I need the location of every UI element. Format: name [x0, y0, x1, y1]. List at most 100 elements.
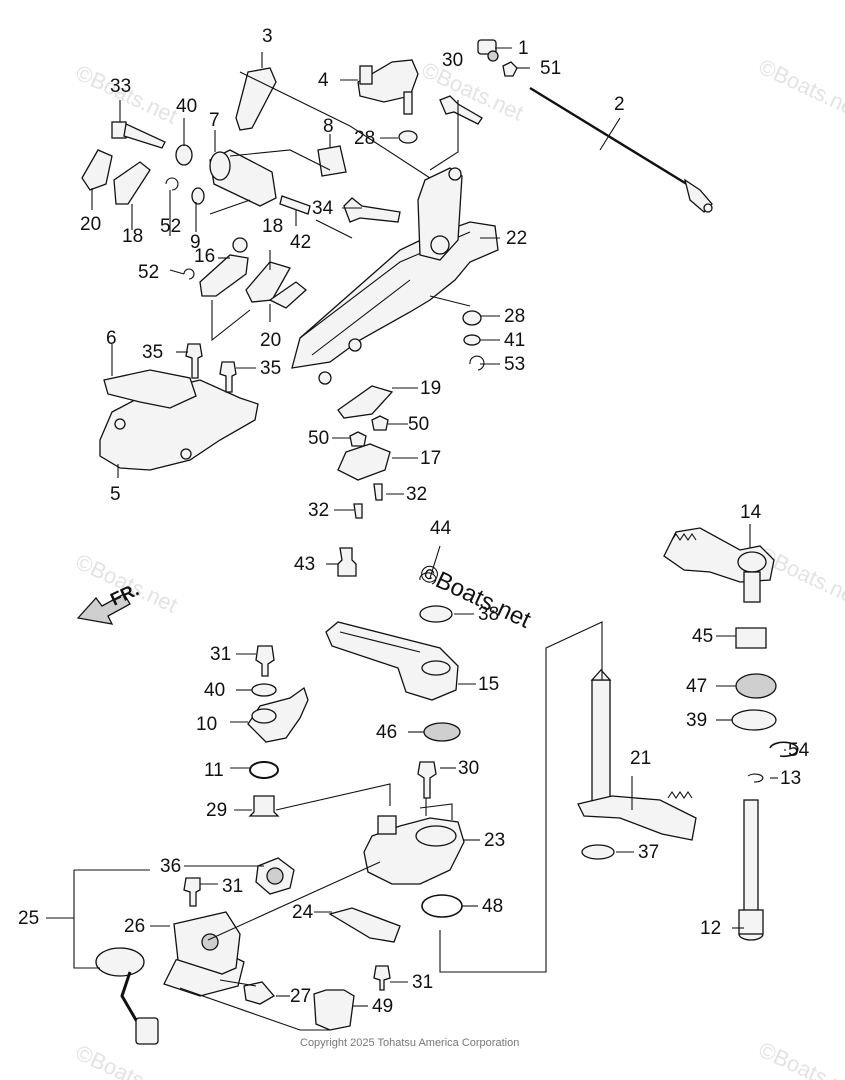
callout-44: 44 [430, 518, 452, 539]
callout-43: 43 [294, 554, 315, 575]
callout-32: 32 [406, 484, 427, 505]
callout-20-b: 20 [260, 330, 281, 351]
callout-19: 19 [420, 378, 441, 399]
callout-16: 16 [194, 246, 215, 267]
callout-54: 54 [788, 740, 810, 761]
callout-18-b: 18 [262, 216, 283, 237]
bolt-31-b [183, 877, 201, 907]
callout-31: 31 [210, 644, 231, 665]
callout-6: 6 [106, 328, 117, 349]
callout-4: 4 [318, 70, 329, 91]
shaft-12 [738, 799, 764, 941]
callout-50: 50 [408, 414, 429, 435]
callout-38: 38 [478, 604, 499, 625]
callout-25: 25 [18, 908, 39, 929]
clip-20 [81, 149, 113, 191]
callout-30-b: 30 [458, 758, 479, 779]
screw-32 [373, 483, 383, 501]
nut-50 [371, 415, 389, 431]
watermark: ©Boats.net [755, 1037, 845, 1080]
bolt-30 [439, 95, 483, 125]
callout-13: 13 [780, 768, 801, 789]
clip-52 [165, 177, 179, 191]
nut-51 [502, 61, 518, 77]
callout-12: 12 [700, 918, 721, 939]
watermark: ©Boats.net [72, 1040, 182, 1080]
screw-32-b [353, 503, 363, 519]
callout-27: 27 [290, 986, 311, 1007]
callout-10: 10 [196, 714, 217, 735]
nut-50-b [349, 431, 367, 447]
switch-25 [95, 947, 159, 1045]
callout-14: 14 [740, 502, 762, 523]
plate-4 [357, 59, 419, 103]
washer-9 [191, 187, 205, 205]
callout-35: 35 [142, 342, 163, 363]
seal-46 [423, 722, 461, 742]
clip-54 [769, 741, 799, 758]
callout-42: 42 [290, 232, 311, 253]
plate-24 [328, 907, 401, 943]
bracket-10 [247, 686, 309, 743]
callout-3: 3 [262, 26, 273, 47]
clip-20-lower [268, 281, 308, 309]
callout-9: 9 [190, 232, 201, 253]
gear-14 [663, 527, 775, 603]
callout-33: 33 [110, 76, 131, 97]
washer-37 [581, 844, 615, 860]
washer-40-b [251, 683, 277, 697]
oring-48 [421, 894, 463, 918]
callout-39: 39 [686, 710, 707, 731]
callout-17: 17 [420, 448, 441, 469]
callout-24: 24 [292, 902, 314, 923]
bolt-35 [185, 343, 203, 379]
callout-49: 49 [372, 996, 393, 1017]
washer-40 [175, 144, 193, 166]
ring-11 [249, 761, 279, 779]
part-1 [477, 39, 499, 62]
bushing-29 [248, 795, 280, 817]
callout-35-b: 35 [260, 358, 281, 379]
bolt-31 [255, 645, 275, 677]
callout-2: 2 [614, 94, 625, 115]
bolt-31-c [373, 965, 391, 991]
callout-18: 18 [122, 226, 143, 247]
washer-38 [419, 605, 453, 623]
leader-lines [46, 47, 786, 1031]
lever-15 [325, 621, 459, 701]
bushing-45 [735, 627, 767, 649]
bracket-22 [291, 167, 499, 385]
clamp-27 [243, 981, 276, 1005]
callout-47: 47 [686, 676, 707, 697]
watermark: ©Boats.net [755, 54, 845, 123]
washer-39 [731, 709, 777, 731]
link-3 [235, 67, 277, 131]
callouts: 1 2 3 4 5 6 7 8 9 10 11 12 13 14 15 16 1… [18, 26, 810, 1017]
plate-19 [337, 385, 394, 419]
callout-36: 36 [160, 856, 181, 877]
callout-46: 46 [376, 722, 397, 743]
bolt-35-b [219, 361, 237, 393]
callout-45: 45 [692, 626, 713, 647]
callout-31-c: 31 [412, 972, 433, 993]
callout-8: 8 [323, 116, 334, 137]
callout-11: 11 [204, 760, 224, 781]
clip-13 [747, 773, 764, 783]
callout-28-b: 28 [504, 306, 525, 327]
rod-2 [529, 86, 713, 213]
callout-21: 21 [630, 748, 651, 769]
pin-42 [279, 195, 311, 215]
base-plate-5 [99, 369, 259, 471]
housing-23 [363, 815, 465, 885]
clip-49 [313, 989, 355, 1031]
callout-7: 7 [209, 110, 220, 131]
copyright-text: Copyright 2025 Tohatsu America Corporati… [300, 1037, 519, 1049]
collar-28-b [462, 310, 482, 326]
callout-50-b: 50 [308, 428, 329, 449]
callout-26: 26 [124, 916, 145, 937]
plate-6 [103, 369, 197, 409]
block-17 [337, 443, 391, 481]
callout-29: 29 [206, 800, 227, 821]
callout-37: 37 [638, 842, 659, 863]
